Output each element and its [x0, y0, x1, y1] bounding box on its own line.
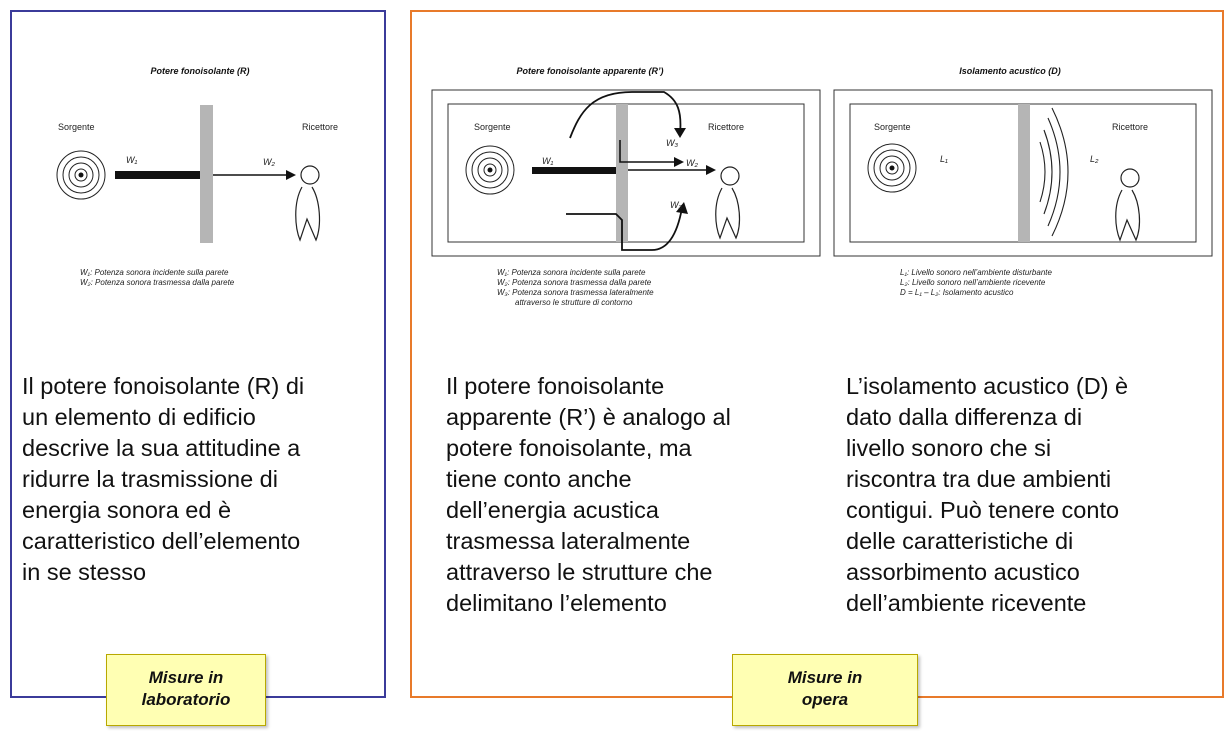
apparent-desc-line: dell’energia acustica [446, 497, 659, 523]
w1-thick-beam [115, 171, 200, 179]
lab-measure-note: Misure in laboratorio [106, 654, 266, 726]
w3-upper-arrow [619, 140, 678, 163]
apparent-desc-line: apparente (R’) è analogo al [446, 404, 731, 430]
apparent-desc-line: tiene conto anche [446, 466, 632, 492]
lab-desc-line: in se stesso [22, 559, 147, 585]
lab-note-line: Misure in [148, 668, 224, 687]
apparent-desc-line: delimitano l’elemento [446, 590, 667, 616]
source-icon [867, 143, 917, 193]
apparent-caption-line-3: W₃: Potenza sonora trasmessa lateralment… [497, 288, 654, 297]
lab-desc-line: ridurre la trasmissione di [22, 466, 278, 492]
isolation-desc-line: dato dalla differenza di [846, 404, 1083, 430]
isolation-desc-line: L’isolamento acustico (D) è [846, 373, 1129, 399]
outer-building-frame [431, 89, 821, 257]
apparent-figure-title: Potere fonoisolante apparente (R’) [516, 66, 664, 76]
isolation-l1-label: L₁ [940, 154, 948, 164]
isolation-desc-line: livello sonoro che si [846, 435, 1052, 461]
source-icon [56, 150, 106, 200]
partition-wall [616, 104, 628, 242]
lab-desc-line: Il potere fonoisolante (R) di [22, 373, 305, 399]
flanking-bottom-path [566, 207, 683, 251]
isolation-desc-line: assorbimento acustico [846, 559, 1080, 585]
apparent-caption-line-1: W₁: Potenza sonora incidente sulla paret… [497, 268, 646, 277]
apparent-desc-line: potere fonoisolante, ma [446, 435, 692, 461]
lab-caption-line-1: W₁: Potenza sonora incidente sulla paret… [80, 268, 229, 277]
apparent-w3-upper-label: W₃ [666, 138, 679, 148]
isolation-diagram [833, 89, 1213, 257]
receiver-person-icon [1115, 168, 1141, 242]
lab-desc-line: descrive la sua attitudine a [22, 435, 301, 461]
lab-desc-line: un elemento di edificio [22, 404, 256, 430]
lab-description: Il potere fonoisolante (R) di un element… [22, 371, 304, 588]
lab-desc-line: energia sonora ed è [22, 497, 232, 523]
apparent-desc-line: attraverso le strutture che [446, 559, 713, 585]
apparent-diagram [431, 89, 821, 257]
apparent-caption-line-4: attraverso le strutture di contorno [515, 298, 633, 307]
isolation-source-label: Sorgente [874, 122, 911, 132]
isolation-caption-line-2: L₂: Livello sonoro nell’ambiente riceven… [900, 278, 1046, 287]
apparent-description: Il potere fonoisolante apparente (R’) è … [446, 371, 731, 619]
flanking-top-path [569, 91, 682, 139]
isolation-caption-line-1: L₁: Livello sonoro nell’ambiente disturb… [900, 268, 1052, 277]
apparent-desc-line: trasmessa lateralmente [446, 528, 691, 554]
source-icon [465, 145, 515, 195]
isolation-receiver-label: Ricettore [1112, 122, 1149, 132]
radiated-wave-arcs [1039, 107, 1069, 237]
isolation-caption-line-3: D = L₁ – L₂: Isolamento acustico [900, 288, 1014, 297]
isolation-desc-line: riscontra tra due ambienti [846, 466, 1112, 492]
apparent-w3-lower-label: W₃ [670, 200, 683, 210]
apparent-w2-label: W₂ [686, 158, 698, 168]
site-note-line: Misure in [787, 668, 863, 687]
lab-note-line: laboratorio [141, 690, 231, 709]
isolation-desc-line: delle caratteristiche di [846, 528, 1074, 554]
isolation-desc-line: contigui. Può tenere conto [846, 497, 1120, 523]
isolation-l2-label: L₂ [1090, 154, 1099, 164]
apparent-w1-label: W₁ [542, 156, 554, 166]
lab-diagram [56, 105, 321, 243]
wall [200, 105, 213, 243]
apparent-caption-line-2: W₂: Potenza sonora trasmessa dalla paret… [497, 278, 652, 287]
lab-source-label: Sorgente [58, 122, 95, 132]
lab-desc-line: caratteristico dell’elemento [22, 528, 301, 554]
site-measure-note: Misure in opera [732, 654, 918, 726]
receiver-person-icon [295, 165, 321, 242]
outer-building-frame [833, 89, 1213, 257]
isolation-description: L’isolamento acustico (D) è dato dalla d… [846, 371, 1128, 619]
site-note-line: opera [801, 690, 849, 709]
lab-w2-label: W₂ [263, 157, 275, 167]
lab-w1-label: W₁ [126, 155, 138, 165]
lab-receiver-label: Ricettore [302, 122, 339, 132]
apparent-source-label: Sorgente [474, 122, 511, 132]
apparent-receiver-label: Ricettore [708, 122, 745, 132]
w1-thick-beam [532, 167, 616, 174]
partition-wall [1018, 104, 1030, 242]
apparent-desc-line: Il potere fonoisolante [446, 373, 665, 399]
receiver-person-icon [715, 166, 741, 240]
lab-caption-line-2: W₂: Potenza sonora trasmessa dalla paret… [80, 278, 235, 287]
isolation-figure-title: Isolamento acustico (D) [959, 66, 1061, 76]
lab-figure-title: Potere fonoisolante (R) [150, 66, 250, 76]
isolation-desc-line: dell’ambiente ricevente [846, 590, 1087, 616]
